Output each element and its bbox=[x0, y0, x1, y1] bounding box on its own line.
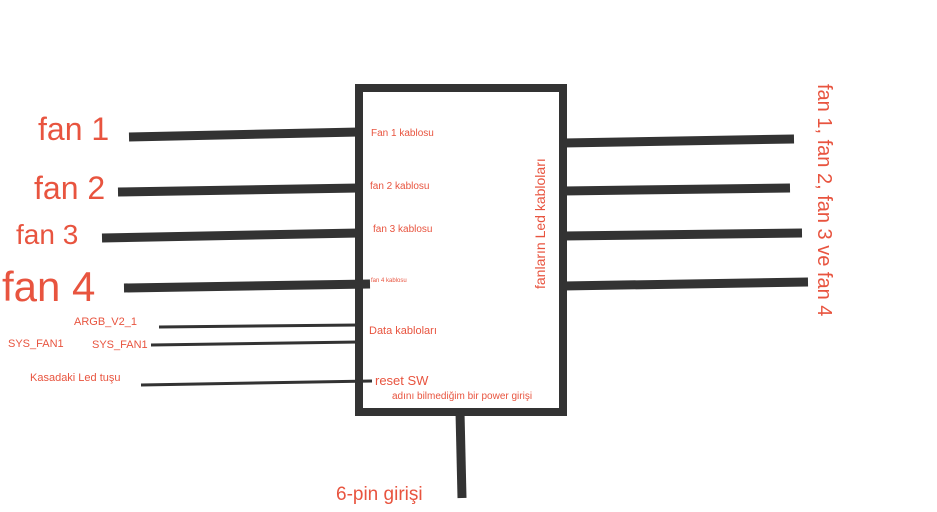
label-right-fans: fan 1, fan 2, fan 3 ve fan 4 bbox=[813, 84, 835, 317]
wire-right-2 bbox=[562, 183, 791, 196]
label-fan-led-cables: fanların Led kabloları bbox=[532, 158, 548, 289]
label-fan4-cable: fan 4 kablosu bbox=[371, 278, 407, 284]
label-fan3: fan 3 bbox=[16, 219, 79, 250]
label-reset-sw: reset SW bbox=[375, 373, 429, 388]
label-data-cables: Data kabloları bbox=[369, 325, 437, 337]
label-fan2-cable: fan 2 kablosu bbox=[370, 181, 430, 192]
label-fan2: fan 2 bbox=[34, 170, 106, 206]
label-fan1-cable: Fan 1 kablosu bbox=[371, 128, 434, 139]
wire-case-led bbox=[140, 379, 373, 387]
label-unknown-power: adını bilmediğim bir power girişi bbox=[392, 391, 533, 402]
wire-fan2 bbox=[117, 183, 360, 197]
wire-fan3 bbox=[101, 228, 360, 243]
label-6pin: 6-pin girişi bbox=[336, 484, 423, 505]
wire-right-3 bbox=[562, 228, 803, 241]
wire-fan1 bbox=[128, 127, 360, 142]
label-fan1: fan 1 bbox=[38, 111, 110, 147]
label-fan4: fan 4 bbox=[2, 263, 96, 310]
label-case-led: Kasadaki Led tuşu bbox=[30, 372, 121, 384]
wire-right-1 bbox=[562, 134, 795, 148]
wire-sys-fan1 bbox=[150, 340, 360, 347]
wire-right-4 bbox=[562, 277, 809, 291]
wire-6pin bbox=[455, 411, 467, 499]
label-sys-fan1-outer: SYS_FAN1 bbox=[8, 338, 64, 350]
label-argb: ARGB_V2_1 bbox=[74, 316, 137, 328]
label-sys-fan1-inner: SYS_FAN1 bbox=[92, 339, 148, 351]
wire-fan4 bbox=[123, 279, 371, 293]
label-fan3-cable: fan 3 kablosu bbox=[373, 224, 433, 235]
wire-argb bbox=[158, 323, 360, 329]
